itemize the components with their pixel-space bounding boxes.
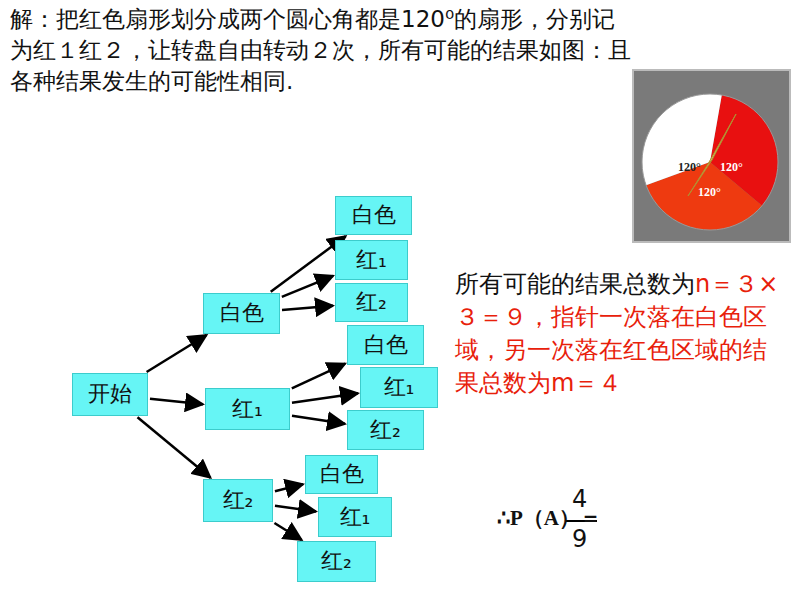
tree-box: 白色 — [203, 293, 280, 334]
tree-box: 白色 — [347, 325, 424, 365]
tree-box: 红₁ — [318, 497, 392, 537]
tree-box: 红₁ — [205, 388, 290, 430]
tree-box: 红₂ — [297, 541, 376, 582]
note-text: 120° — [698, 185, 721, 199]
note-text: 解：把红色扇形划分成两个圆心角都是120⁰的扇形，分别记为红１红２，让转盘自由转… — [10, 6, 631, 94]
tree-arrow — [282, 306, 333, 310]
spinner-pointer — [708, 114, 736, 164]
text-block: 120° — [678, 160, 701, 175]
box-text: 红₁ — [232, 397, 263, 421]
tree-arrow — [147, 335, 207, 372]
text-block: 解：把红色扇形划分成两个圆心角都是120⁰的扇形，分别记为红１红２，让转盘自由转… — [10, 4, 635, 97]
tree-box: 白色 — [335, 196, 412, 235]
note-text: 所有可能的结果总数为 — [455, 270, 695, 298]
box-text: 开始 — [88, 382, 132, 406]
tree-box: 白色 — [305, 455, 378, 494]
tree-box: 红₁ — [335, 240, 408, 280]
text-block: 120° — [698, 185, 721, 200]
tree-arrow — [138, 417, 211, 477]
box-text: 红₁ — [340, 505, 371, 529]
spinner-frame — [633, 70, 790, 242]
tree-arrow — [292, 416, 345, 424]
box-text: 红₁ — [384, 375, 415, 399]
spinner-rim — [642, 94, 778, 230]
white-sector — [642, 94, 722, 185]
box-text: 白色 — [320, 462, 364, 486]
box-text: 红₂ — [223, 488, 254, 512]
note-text: 120° — [678, 160, 701, 174]
note-text: 9 — [572, 525, 587, 553]
text-block: 9 — [572, 524, 587, 554]
tree-arrow — [282, 276, 333, 297]
box-text: 白色 — [364, 333, 408, 357]
tree-arrow — [275, 506, 316, 512]
tree-arrow — [274, 523, 301, 540]
tree-box: 红₂ — [347, 410, 424, 450]
note-text: 4 — [572, 485, 587, 513]
box-text: 白色 — [220, 301, 264, 325]
tree-box: 红₂ — [203, 479, 273, 522]
tree-arrow — [150, 399, 203, 405]
text-block: 4 — [572, 484, 587, 514]
tree-box: 红₁ — [360, 367, 438, 408]
text-block: 所有可能的结果总数为n＝３×３＝９，指针一次落在白色区域，另一次落在红色区域的结… — [455, 268, 785, 400]
text-block: 120° — [720, 160, 743, 175]
box-text: 红₂ — [370, 418, 401, 442]
box-text: 红₁ — [356, 248, 387, 272]
tree-arrow — [275, 484, 303, 491]
box-text: 红₂ — [321, 549, 352, 573]
note-text: 120° — [720, 160, 743, 174]
tree-box: 红₂ — [335, 283, 408, 322]
tree-arrow — [292, 393, 358, 402]
box-text: 红₂ — [356, 290, 387, 314]
tree-box: 开始 — [72, 373, 148, 416]
box-text: 白色 — [352, 203, 396, 227]
tree-arrow — [292, 364, 345, 389]
